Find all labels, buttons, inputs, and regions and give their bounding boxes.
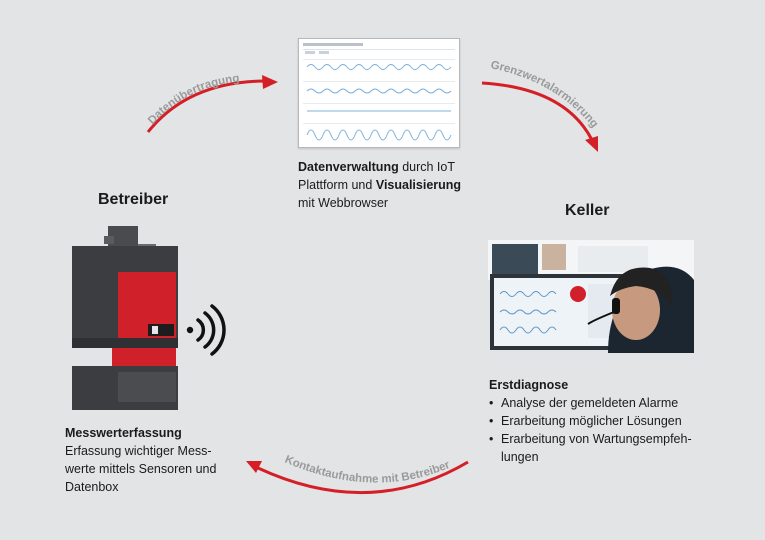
erstdiagnose-item-3: Erarbeitung von Wartungsempfeh- [489,430,709,448]
messwerterfassung-line-2: werte mittels Sensoren und [65,462,217,476]
erstdiagnose-title: Erstdiagnose [489,378,569,392]
erstdiagnose-list: Analyse der gemeldeten Alarme Erarbeitun… [489,394,709,448]
platform-description: Datenverwaltung durch IoT Plattform und … [298,158,488,212]
platform-bold-visualisierung: Visualisierung [375,178,462,192]
wireless-signal-icon [186,304,226,356]
messwerterfassung-block: Messwerterfassung Erfassung wichtiger Me… [65,424,225,496]
arrow-top-right [481,81,598,152]
messwerterfassung-line-1: Erfassung wichtiger Mess- [65,444,212,458]
erstdiagnose-block: Erstdiagnose Analyse der gemeldeten Alar… [489,376,709,466]
messwerterfassung-title: Messwerterfassung [65,426,182,440]
arrow-label-datenuebertragung: Datenübertragung [146,73,240,127]
heading-keller: Keller [565,202,610,219]
arrow-top-left [146,75,278,133]
heading-betreiber: Betreiber [98,191,169,208]
erstdiagnose-item-2: Erarbeitung möglicher Lösungen [489,412,709,430]
messwerterfassung-line-3: Datenbox [65,480,119,494]
erstdiagnose-item-1: Analyse der gemeldeten Alarme [489,394,709,412]
iot-platform-screenshot [298,38,460,148]
furnace-with-databox-illustration [72,226,226,410]
platform-text-2: Plattform und [298,178,376,192]
service-operator-photo [488,240,694,353]
arrow-bottom [246,460,469,494]
arrow-label-grenzwertalarmierung: Grenzwertalarmierung [489,59,600,130]
platform-charts-graphic [303,43,455,141]
platform-bold-datenverwaltung: Datenverwaltung [298,160,399,174]
platform-text-3: mit Webbrowser [298,196,389,210]
platform-text-1: durch IoT [398,160,455,174]
erstdiagnose-item-3-continuation: lungen [501,450,539,464]
